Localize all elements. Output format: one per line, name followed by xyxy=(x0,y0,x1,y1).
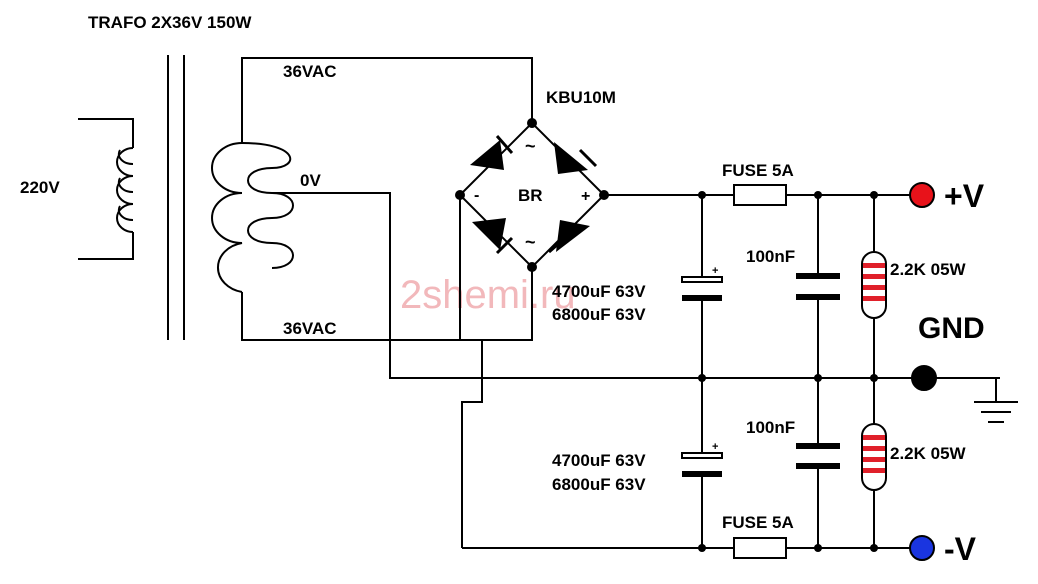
bridge-rectifier xyxy=(455,118,609,272)
out-plus-label: +V xyxy=(944,178,985,214)
resistor-bottom-label: 2.2K 05W xyxy=(890,444,967,463)
watermark: 2shemi.ru xyxy=(400,273,576,317)
primary-winding-inner xyxy=(117,149,134,222)
terminal-plus xyxy=(909,182,935,208)
wire-center-tap-ground xyxy=(272,192,1000,379)
terminal-minus xyxy=(909,535,935,561)
diode-bottom-right xyxy=(556,220,590,252)
title-label: TRAFO 2X36V 150W xyxy=(88,13,252,32)
resistor-top xyxy=(861,251,887,319)
ecap-top-label-2: 6800uF 63V xyxy=(552,305,646,324)
bridge-part-label: KBU10M xyxy=(546,88,616,107)
ecap-bottom-label-1: 4700uF 63V xyxy=(552,451,646,470)
primary-lead-top xyxy=(78,118,134,148)
ecap-top-plus: + xyxy=(712,265,718,277)
bridge-ref-label: BR xyxy=(518,186,543,205)
ground-symbol xyxy=(974,378,1018,423)
out-minus-label: -V xyxy=(944,531,977,567)
wire-secondary-bottom-a xyxy=(241,292,400,341)
diode-top-right xyxy=(554,142,588,174)
film-cap-bottom xyxy=(796,443,840,469)
bridge-ac-top-label: ~ xyxy=(525,136,536,156)
wire-secondary-bottom-b xyxy=(400,339,483,378)
film-cap-top xyxy=(796,273,840,300)
primary-voltage-label: 220V xyxy=(20,178,60,197)
wire-neg-loop xyxy=(461,378,483,548)
junction-dots xyxy=(698,191,878,552)
wire-bridge-ac-bottom xyxy=(482,267,533,341)
transformer xyxy=(116,55,294,340)
secondary-bottom-label: 36VAC xyxy=(283,319,337,338)
secondary-top-label: 36VAC xyxy=(283,62,337,81)
primary-lead-bottom xyxy=(78,232,134,260)
diode-top-left xyxy=(470,140,504,170)
ecap-bottom xyxy=(681,452,723,477)
transformer-core xyxy=(167,55,185,340)
wiring xyxy=(78,57,1018,549)
secondary-winding xyxy=(211,142,243,293)
wire-secondary-top xyxy=(241,57,533,143)
resistor-top-label: 2.2K 05W xyxy=(890,260,967,279)
bridge-ac-bottom-label: ~ xyxy=(525,232,536,252)
film-cap-bottom-label: 100nF xyxy=(746,418,795,437)
ecap-bottom-plus: + xyxy=(712,441,718,453)
diode-bottom-left xyxy=(472,218,506,250)
fuse-bottom xyxy=(733,537,787,559)
ecap-top-label-1: 4700uF 63V xyxy=(552,282,646,301)
fuse-top xyxy=(733,184,787,206)
bridge-minus-label: - xyxy=(474,187,479,204)
secondary-winding-loops xyxy=(241,142,294,269)
ecap-top xyxy=(681,276,723,301)
primary-winding xyxy=(116,147,134,233)
fuse-bottom-label: FUSE 5A xyxy=(722,513,794,532)
fuse-top-label: FUSE 5A xyxy=(722,161,794,180)
out-gnd-label: GND xyxy=(918,312,985,345)
terminal-gnd xyxy=(911,365,937,391)
film-cap-top-label: 100nF xyxy=(746,247,795,266)
ecap-bottom-label-2: 6800uF 63V xyxy=(552,475,646,494)
resistor-bottom xyxy=(861,423,887,491)
center-tap-label: 0V xyxy=(300,171,321,190)
bridge-plus-label: + xyxy=(581,188,590,205)
